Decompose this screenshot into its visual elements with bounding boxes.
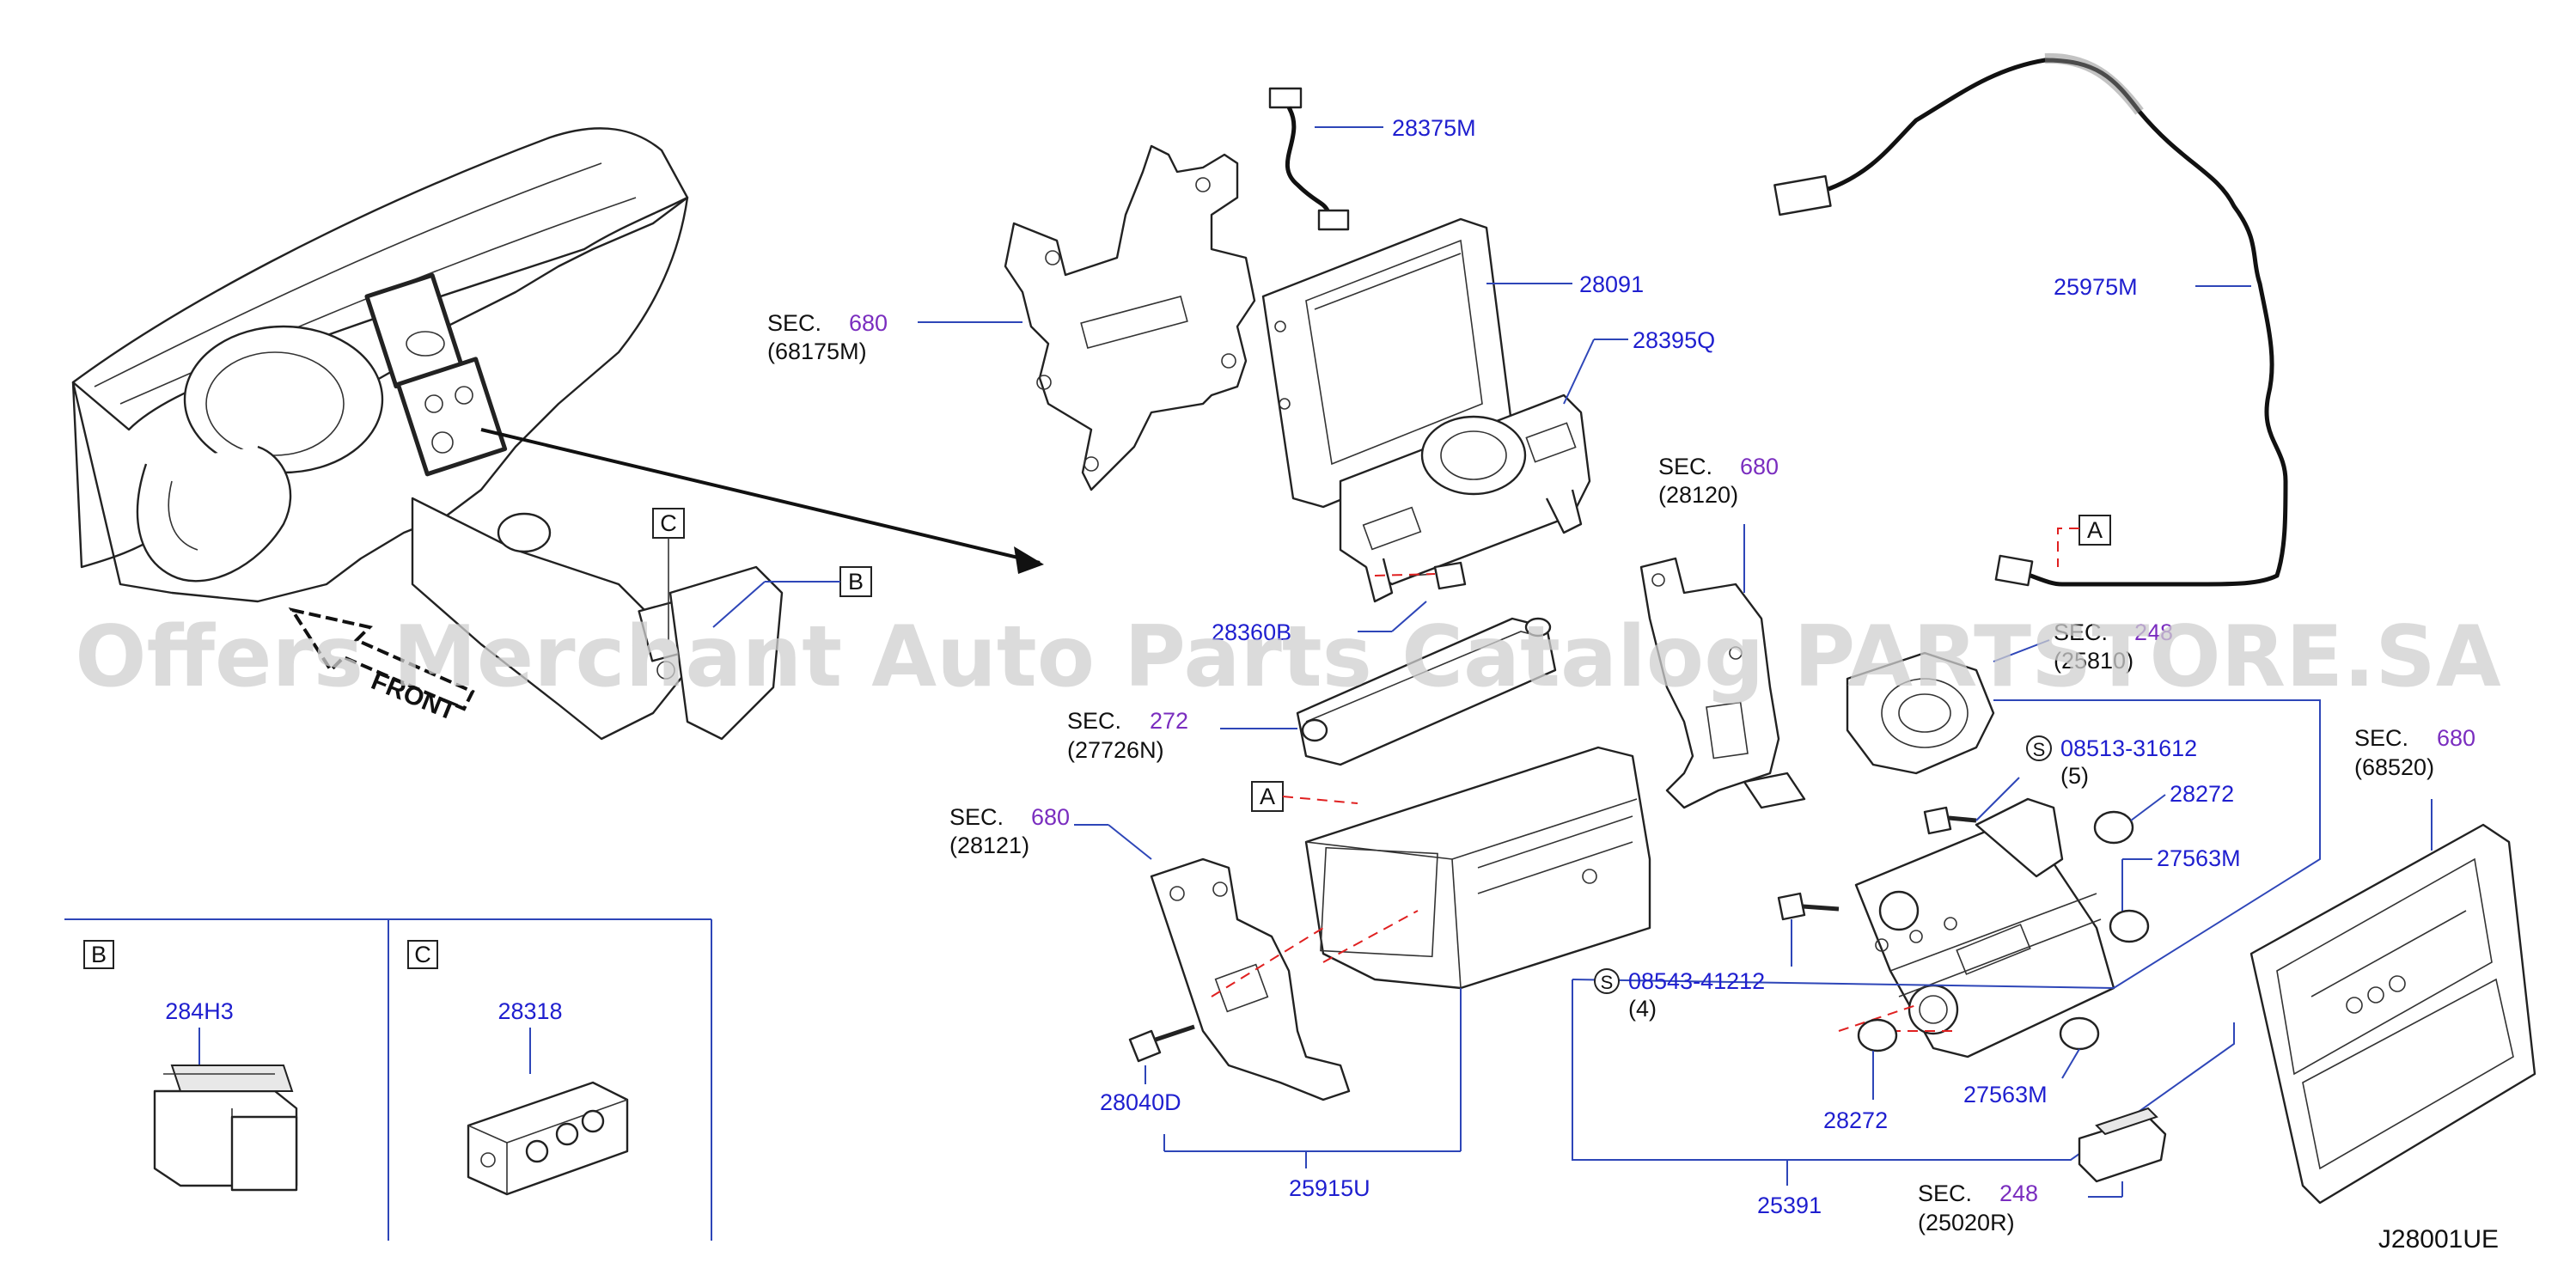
harness-25975m bbox=[1773, 52, 2288, 587]
sec-25810-label: SEC. 248 (25810) bbox=[1993, 619, 2173, 674]
bracket-28120 bbox=[1639, 524, 1806, 809]
callout-c-dashboard: C bbox=[652, 508, 685, 640]
sec-27726n-prefix: SEC. bbox=[1067, 708, 1121, 734]
part-label-08513-31612: 08513-31612 bbox=[2060, 735, 2197, 761]
part-label-27563m-bottom: 27563M bbox=[1963, 1082, 2048, 1107]
sec-28120-num: 680 bbox=[1740, 454, 1779, 479]
sec-27726n-sub: (27726N) bbox=[1067, 737, 1164, 763]
callout-a-harness: A bbox=[2057, 515, 2111, 567]
sec-28120-label: SEC. 680 (28120) bbox=[1658, 454, 1779, 508]
part-label-28318: 28318 bbox=[497, 998, 562, 1024]
main-unit-25915u bbox=[1163, 746, 1651, 1168]
sec-25020r-num: 248 bbox=[1999, 1180, 2038, 1206]
sec-28121-prefix: SEC. bbox=[949, 804, 1004, 830]
inset-panels: B C 284H3 28318 bbox=[64, 918, 712, 1241]
part-label-27563m-top: 27563M bbox=[2157, 845, 2241, 871]
knob-28272-top bbox=[2093, 794, 2166, 845]
sec-28120-prefix: SEC. bbox=[1658, 454, 1712, 479]
watermark: Offers Merchant Auto Parts Catalog PARTS… bbox=[75, 608, 2501, 706]
sec-25020r-sub: (25020R) bbox=[1918, 1210, 2015, 1235]
callout-b-letter: B bbox=[848, 569, 864, 595]
switch-284h3 bbox=[153, 1065, 298, 1192]
part-label-28091: 28091 bbox=[1579, 271, 1644, 297]
speaker-25810 bbox=[1846, 651, 1995, 775]
part-label-25915u: 25915U bbox=[1289, 1175, 1370, 1201]
label-08543: S 08543-41212 (4) bbox=[1594, 968, 1765, 1022]
diagram-code: J28001UE bbox=[2378, 1225, 2499, 1254]
part-label-25975m: 25975M bbox=[2054, 274, 2138, 300]
sec-68175m-label: SEC. 680 (68175M) bbox=[767, 310, 1022, 364]
sec-25810-prefix: SEC. bbox=[2054, 619, 2108, 645]
part-label-28272-top: 28272 bbox=[2170, 781, 2234, 807]
sec-28121-label: SEC. 680 (28121) bbox=[949, 804, 1070, 858]
callout-c-letter: C bbox=[660, 510, 677, 536]
connector-28318 bbox=[467, 1081, 629, 1196]
qty-08513: (5) bbox=[2060, 763, 2089, 789]
callout-a1-letter: A bbox=[2087, 517, 2103, 543]
knob-28272-bottom bbox=[1857, 1018, 1898, 1100]
sec-68175m-num: 680 bbox=[849, 310, 888, 336]
s-marker-08543: S bbox=[1601, 972, 1614, 993]
qty-08543: (4) bbox=[1628, 996, 1657, 1022]
switch-25020r bbox=[2078, 1107, 2167, 1198]
screw-08543-41212 bbox=[1777, 892, 1840, 967]
knob-27563m-bottom bbox=[2059, 1016, 2100, 1079]
screw-08513-31612 bbox=[1923, 777, 2020, 835]
label-08513: S 08513-31612 (5) bbox=[2026, 735, 2197, 789]
tuner-27726n bbox=[1220, 601, 1557, 766]
part-label-25391: 25391 bbox=[1757, 1193, 1822, 1218]
sec-28121-num: 680 bbox=[1031, 804, 1070, 830]
harness-28375m bbox=[1268, 87, 1383, 231]
callout-a-main: A bbox=[1251, 781, 1419, 963]
sec-25020r-prefix: SEC. bbox=[1918, 1180, 1972, 1206]
control-module-25391 bbox=[1572, 699, 2321, 1186]
callout-a2-letter: A bbox=[1260, 784, 1275, 809]
sec-28120-sub: (28120) bbox=[1658, 482, 1738, 508]
sec-27726n-num: 272 bbox=[1150, 708, 1188, 734]
callout-b-dashboard: B bbox=[712, 566, 872, 628]
sec-27726n-label: SEC. 272 (27726N) bbox=[1067, 708, 1188, 763]
part-label-28360b: 28360B bbox=[1212, 619, 1291, 645]
sec-28121-sub: (28121) bbox=[949, 833, 1029, 858]
sec-68520-num: 680 bbox=[2437, 725, 2475, 751]
control-panel-28395q bbox=[1339, 339, 1628, 603]
inset-b-letter: B bbox=[91, 942, 107, 967]
inset-c-letter: C bbox=[414, 942, 431, 967]
s-marker-08513: S bbox=[2033, 739, 2046, 760]
bracket-28121 bbox=[1074, 824, 1351, 1101]
sec-25810-num: 248 bbox=[2134, 619, 2173, 645]
sec-68520-sub: (68520) bbox=[2354, 754, 2434, 780]
finisher-68520 bbox=[2249, 799, 2536, 1205]
sec-68175m-prefix: SEC. bbox=[767, 310, 821, 336]
sec-68175m-sub: (68175M) bbox=[767, 339, 867, 364]
part-label-08543-41212: 08543-41212 bbox=[1628, 968, 1765, 994]
part-label-28040d: 28040D bbox=[1100, 1089, 1181, 1115]
part-label-28395q: 28395Q bbox=[1633, 327, 1715, 353]
sec-68520-prefix: SEC. bbox=[2354, 725, 2408, 751]
sec-25020r-label: SEC. 248 (25020R) bbox=[1918, 1180, 2038, 1235]
sec-68520-label: SEC. 680 (68520) bbox=[2354, 725, 2475, 780]
dashboard-overview bbox=[71, 127, 1044, 741]
part-label-28375m: 28375M bbox=[1392, 115, 1476, 141]
bracket-68175m bbox=[1004, 144, 1256, 491]
knob-27563m-top bbox=[2109, 858, 2152, 943]
screw-28040d bbox=[1128, 1024, 1195, 1084]
part-label-284H3: 284H3 bbox=[165, 998, 234, 1024]
part-label-28272-bottom: 28272 bbox=[1823, 1107, 1888, 1133]
sec-25810-sub: (25810) bbox=[2054, 648, 2133, 674]
